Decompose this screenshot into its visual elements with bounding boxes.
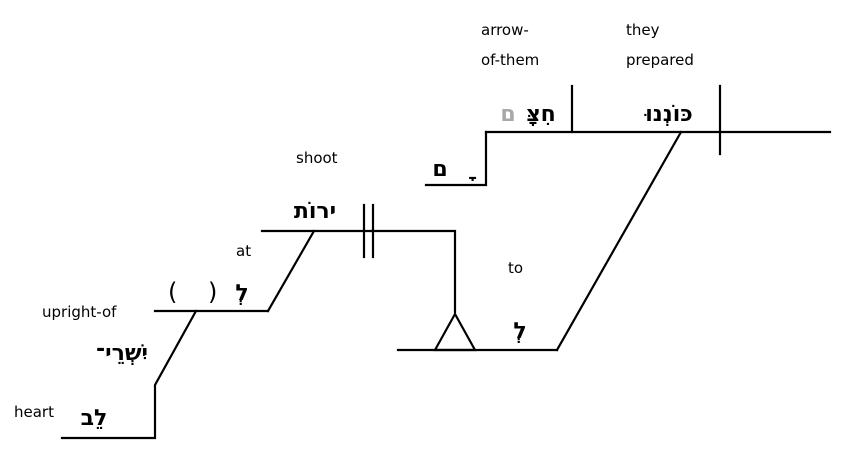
- hebrew-heart: לֵב: [81, 406, 108, 431]
- prep-at-connector: [266, 229, 316, 313]
- hebrew-arrow-suffix: ם: [500, 102, 515, 127]
- gloss-arrow-of-them-2: of-them: [481, 51, 539, 69]
- hebrew-at: לְ: [235, 281, 248, 306]
- gloss-they-prepared-2: prepared: [626, 51, 694, 69]
- gloss-they-prepared-1: they: [626, 21, 660, 39]
- paren-open: (: [168, 278, 177, 306]
- infinitive-triangle: [433, 311, 477, 352]
- hebrew-arrow: חִצָּ: [526, 102, 555, 127]
- gloss-arrow-of-them-1: arrow-: [481, 21, 529, 39]
- hebrew-to: לְ: [513, 319, 526, 344]
- gloss-heart: heart: [14, 403, 54, 421]
- hebrew-upright-of: יִשְׁרֵי־: [96, 341, 148, 366]
- gloss-shoot: shoot: [296, 149, 338, 167]
- infinitive-stand: [370, 229, 457, 314]
- prep-at-object-connector: [60, 309, 198, 440]
- prep-to-connector: [555, 130, 683, 352]
- paren-close: ): [208, 278, 217, 306]
- gloss-to: to: [508, 259, 523, 277]
- hebrew-shoot: ירוֹת: [294, 199, 336, 224]
- gloss-at: at: [236, 242, 251, 260]
- gloss-upright-of: upright-of: [42, 303, 117, 321]
- hebrew-suffix-vowel: ָ: [469, 176, 477, 181]
- object-suffix-line: [424, 130, 488, 187]
- hebrew-suffix-mem: ם: [432, 157, 447, 182]
- hebrew-they-prepared: כּוֹנְנוּ: [644, 102, 693, 127]
